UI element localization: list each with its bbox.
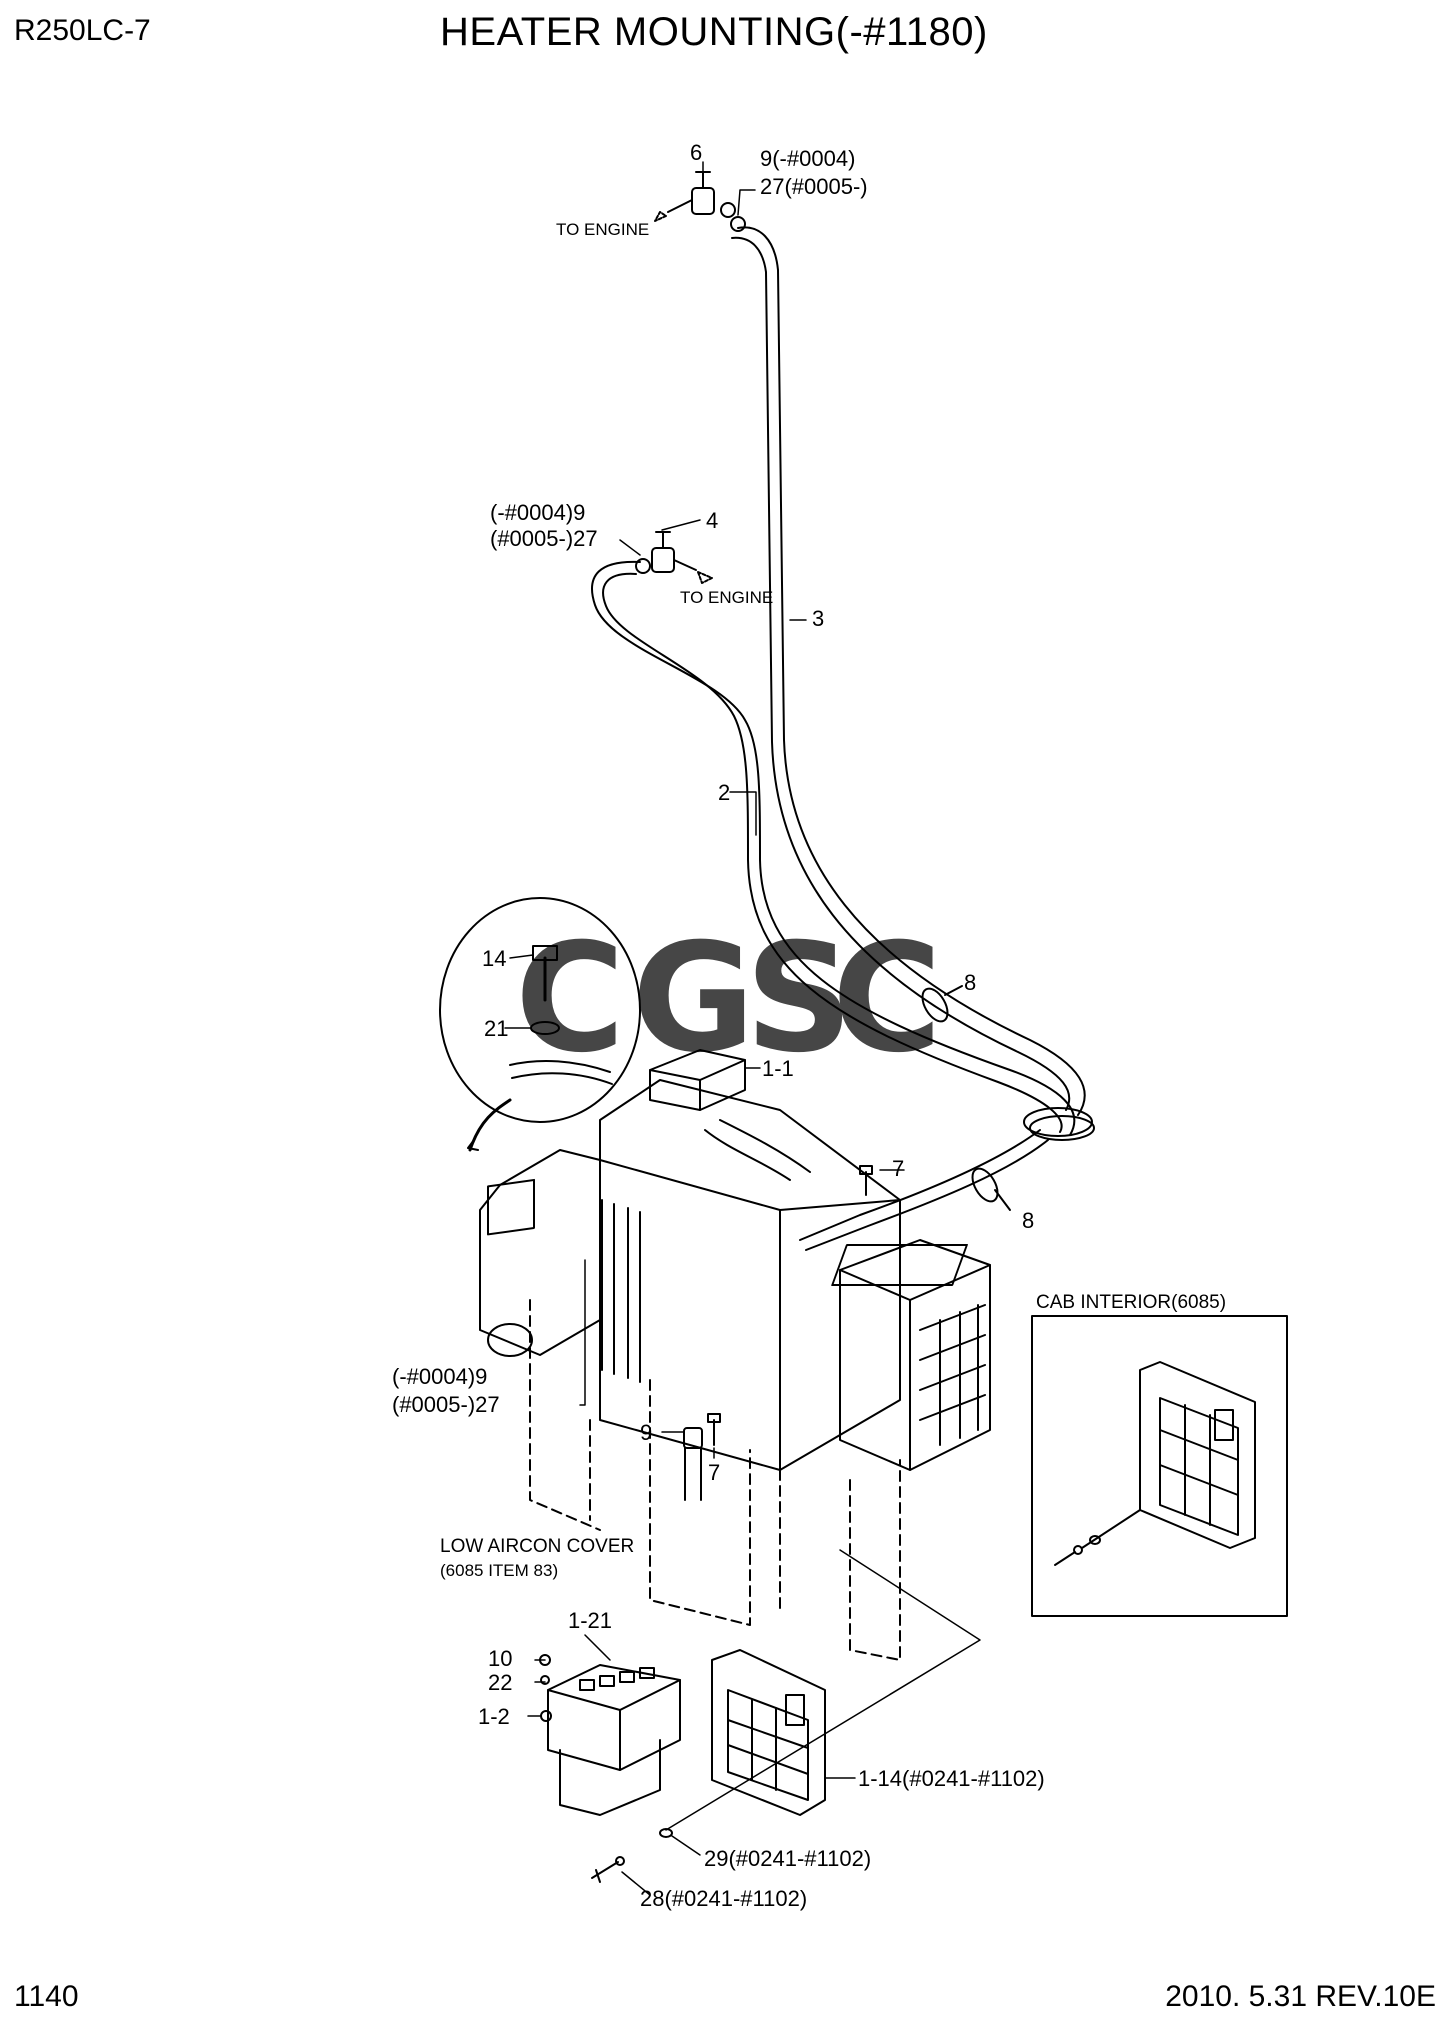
callout-9-27-mid-b: (#0005-)27 [490,526,598,551]
hose-2 [591,560,1076,1136]
callout-7-right: 7 [892,1156,904,1181]
callout-1-21: 1-21 [568,1608,612,1633]
watermark-letter-g: G [632,912,755,1086]
callout-7-low: 7 [708,1460,720,1485]
callout-9-27-top-b: 27(#0005-) [760,174,868,199]
to-engine-top: TO ENGINE [556,220,649,239]
callout-14: 14 [482,946,506,971]
watermark-letter-s: S [745,912,853,1086]
front-cover-1-14 [711,1649,826,1816]
callout-labels: 6 9(-#0004) 27(#0005-) TO ENGINE (-#0004… [392,140,1226,1911]
callout-9-27-top-a: 9(-#0004) [760,146,855,171]
callout-4: 4 [706,508,718,533]
heater-unit [479,1049,991,1471]
page-title: HEATER MOUNTING(-#1180) [440,10,988,54]
low-aircon-cover-label: LOW AIRCON COVER [440,1536,634,1557]
callout-1-2: 1-2 [478,1704,510,1729]
low-aircon-cover-ref: (6085 ITEM 83) [440,1561,558,1580]
to-engine-mid: TO ENGINE [680,588,773,607]
callout-10: 10 [488,1646,512,1671]
screw-7-low [707,1413,721,1446]
hose-coil [1023,1107,1095,1141]
callout-3: 3 [812,606,824,631]
callout-22: 22 [488,1670,512,1695]
hose-3 [731,226,1086,1116]
cab-interior-label: CAB INTERIOR(6085) [1036,1292,1226,1313]
leader-lines [504,161,981,1896]
model-name: R250LC-7 [14,14,151,47]
callout-6: 6 [690,140,702,165]
cab-interior-inset [1031,1315,1288,1617]
control-panel [539,1654,681,1816]
screw-7-right [859,1165,873,1196]
watermark: C G S C [515,912,942,1086]
callout-21: 21 [484,1016,508,1041]
page-number: 1140 [14,1980,79,2013]
callout-9-27-mid-a: (-#0004)9 [490,500,585,525]
bolt-28 [591,1856,625,1883]
drain-hose-9 [683,1427,703,1501]
callout-8-right: 8 [1022,1208,1034,1233]
callout-1-14: 1-14(#0241-#1102) [858,1766,1045,1791]
clamp-8-right [971,1167,1011,1211]
revision-date: 2010. 5.31 REV.10E [1165,1980,1436,2013]
callout-8-top: 8 [964,970,976,995]
callout-9-low: 9 [640,1420,652,1445]
watermark-letter-c1: C [515,912,625,1086]
washer-29 [659,1828,673,1838]
callout-29: 29(#0241-#1102) [704,1846,871,1871]
callout-9-27-low-a: (-#0004)9 [392,1364,487,1389]
hose-to-heater [799,1129,1049,1251]
callout-2: 2 [718,780,730,805]
valve-4 [635,531,713,584]
callout-1-1: 1-1 [762,1056,794,1081]
clamp-8-top [921,985,963,1023]
callout-28: 28(#0241-#1102) [640,1886,807,1911]
callout-9-27-low-b: (#0005-)27 [392,1392,500,1417]
detail-circle [439,897,641,1152]
low-aircon-cover-outline [529,1299,901,1661]
valve-6 [654,171,746,232]
